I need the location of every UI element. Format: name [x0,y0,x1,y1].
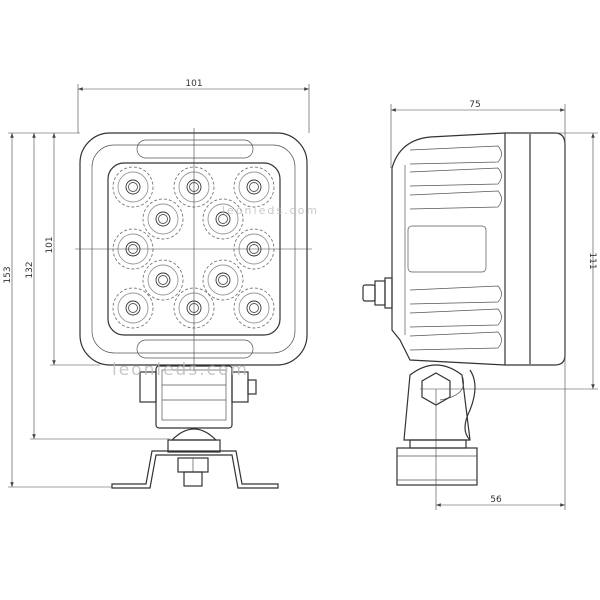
heat-sink-fins [409,145,502,351]
led-group [112,166,275,329]
front-mount-bracket [111,365,279,489]
dim-side-height: 111 [587,252,597,269]
fin [409,145,502,165]
front-dimensions: 101 153 132 101 [3,79,310,488]
watermark-large: leonleds.com [112,360,249,380]
watermark-small: leonleds.com [222,204,319,217]
led [112,287,154,329]
dim-front-housing-height: 101 [45,236,55,253]
bottom-lens-bar [136,339,254,359]
side-mount [396,364,478,486]
dim-front-total-height: 153 [3,266,13,283]
base-plate [111,450,279,489]
led [142,198,184,240]
fin [409,331,502,351]
led [233,166,275,208]
dim-front-width: 101 [185,79,202,89]
led [142,259,184,301]
side-dimensions: 75 111 56 [390,100,598,510]
front-view [75,128,312,489]
dim-side-mount-offset: 56 [490,495,502,505]
led [202,259,244,301]
led [233,287,275,329]
fin [409,308,502,328]
side-view [362,132,566,486]
side-base-block [396,447,478,486]
led [202,198,244,240]
top-lens-bar [136,139,254,159]
dim-side-depth: 75 [469,100,480,110]
cable-connector [362,277,393,309]
fin [409,190,502,210]
fin [409,285,502,305]
side-housing [391,132,566,366]
dim-front-height-to-mount: 132 [25,261,35,278]
led [112,166,154,208]
center-fin-block [407,225,487,273]
fin [409,167,502,187]
